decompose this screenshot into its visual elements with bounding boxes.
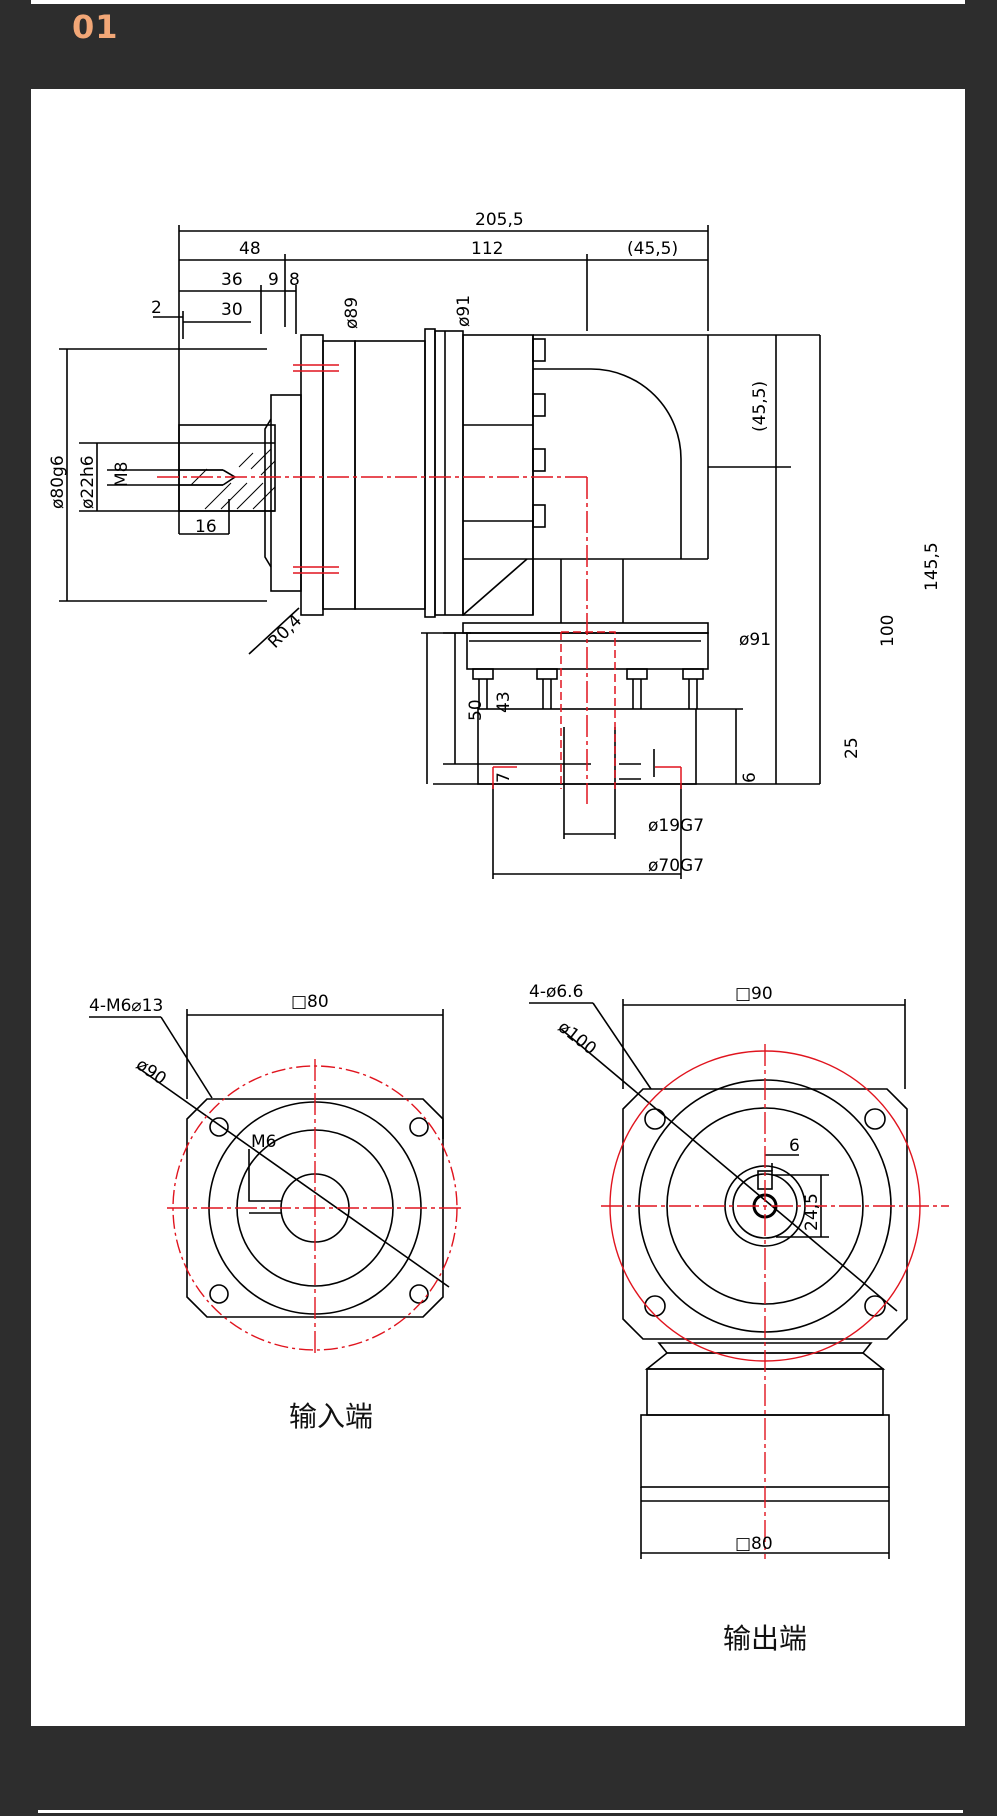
dim-48: 48 — [239, 239, 261, 259]
dim-145: 145,5 — [922, 542, 942, 591]
drawing-panel: 205,5 48 112 (45,5) 36 9 8 2 30 ø89 ø91 … — [31, 89, 965, 1726]
side-centerlines — [157, 364, 682, 804]
dim-overall-length: 205,5 — [475, 210, 524, 230]
side-view-labels: 205,5 48 112 (45,5) 36 9 8 2 30 ø89 ø91 … — [48, 210, 942, 876]
dim-45-right: (45,5) — [750, 381, 770, 432]
dim-16: 16 — [195, 517, 217, 537]
dim-dia89: ø89 — [342, 297, 362, 329]
output-square-label: □90 — [735, 984, 773, 1004]
bottom-divider — [38, 1810, 963, 1813]
dim-2: 2 — [151, 298, 162, 318]
dim-dia91-low: ø91 — [739, 630, 771, 650]
dim-7: 7 — [494, 772, 514, 783]
dim-112: 112 — [471, 239, 503, 259]
side-view — [59, 225, 821, 879]
output-view — [529, 999, 908, 1559]
dim-45-top: (45,5) — [627, 239, 678, 259]
output-key-label: 6 — [789, 1136, 800, 1156]
dim-100: 100 — [878, 615, 898, 647]
top-divider — [31, 0, 965, 4]
input-holes-label: 4-M6⌀13 — [89, 996, 163, 1016]
dim-dia19g7: ø19G7 — [648, 816, 704, 836]
output-centerlines — [601, 1044, 949, 1559]
output-view-labels: □90 4-ø6.6 ø100 6 24,5 □80 — [529, 982, 822, 1554]
dim-dia22h6: ø22h6 — [78, 455, 98, 509]
output-key-height-label: 24,5 — [802, 1193, 822, 1231]
dim-9: 9 — [268, 270, 279, 290]
output-pcd-label: ø100 — [554, 1017, 600, 1059]
dim-6: 6 — [740, 772, 760, 783]
input-pcd-label: ø90 — [132, 1055, 170, 1090]
dim-m8: M8 — [112, 462, 132, 487]
dim-dia70g7: ø70G7 — [648, 856, 704, 876]
dim-dia80g6: ø80g6 — [48, 455, 68, 509]
dim-r04: R0,4 — [264, 611, 306, 653]
output-end-caption: 输出端 — [723, 1622, 808, 1655]
dim-30: 30 — [221, 300, 243, 320]
dim-8: 8 — [289, 270, 300, 290]
technical-drawing: 205,5 48 112 (45,5) 36 9 8 2 30 ø89 ø91 … — [48, 210, 949, 1559]
dim-50: 50 — [466, 699, 486, 721]
output-holes-label: 4-ø6.6 — [529, 982, 583, 1002]
input-centerlines — [167, 1059, 463, 1357]
input-thread-label: M6 — [251, 1132, 276, 1152]
section-number: 01 — [72, 8, 119, 46]
dim-43: 43 — [494, 691, 514, 713]
input-square-label: □80 — [291, 992, 329, 1012]
dim-25: 25 — [842, 737, 862, 759]
dim-dia91: ø91 — [454, 295, 474, 327]
input-view-labels: □80 4-M6⌀13 ø90 M6 — [89, 992, 329, 1152]
dim-36: 36 — [221, 270, 243, 290]
input-end-caption: 输入端 — [289, 1400, 374, 1433]
output-base-square-label: □80 — [735, 1534, 773, 1554]
